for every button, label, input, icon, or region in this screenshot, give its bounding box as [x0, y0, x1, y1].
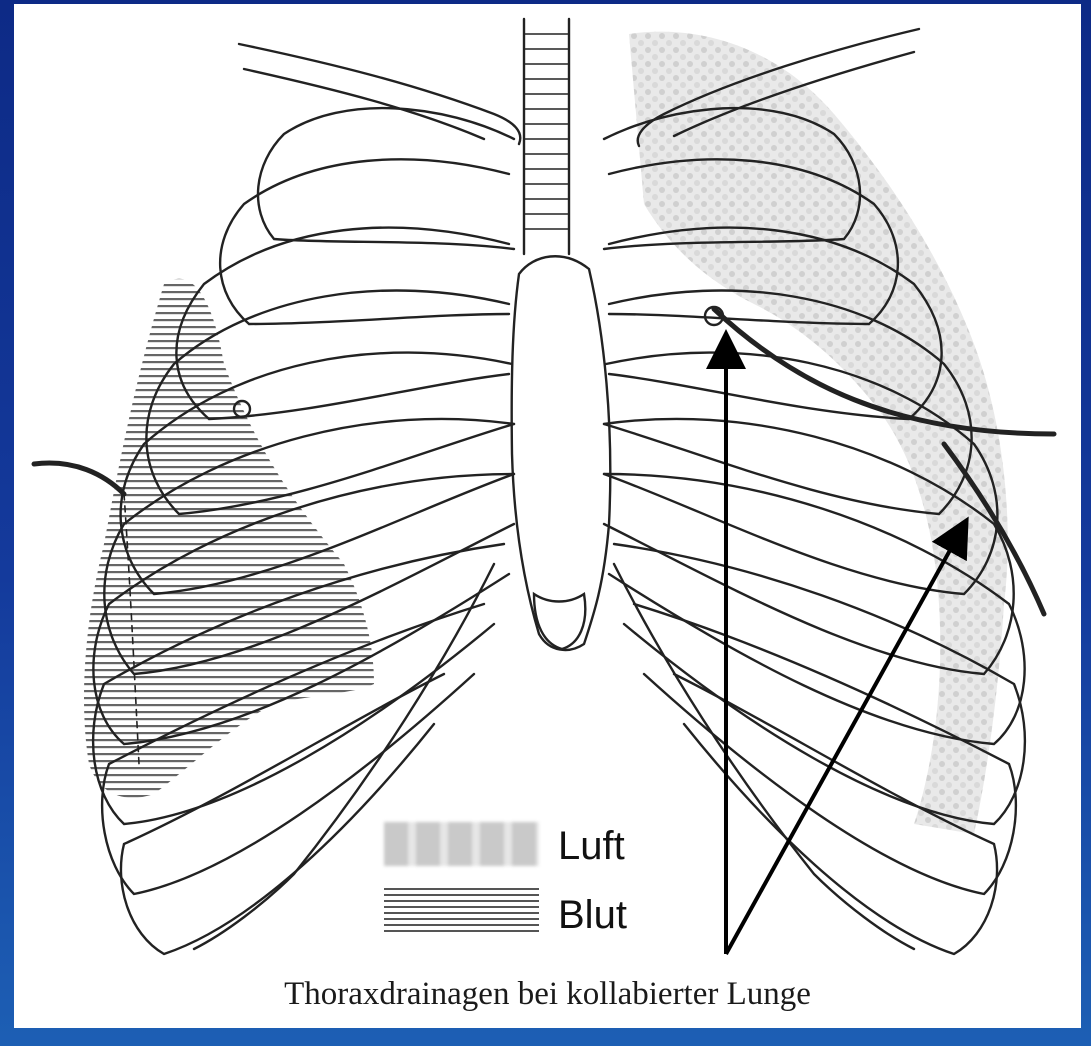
- sternum: [512, 256, 611, 650]
- left-drain-tube: [34, 463, 124, 494]
- trachea: [524, 19, 569, 254]
- left-clavicle-lower: [244, 69, 484, 139]
- legend-blood-swatch: [384, 888, 539, 932]
- legend-blood-label: Blut: [558, 895, 627, 935]
- legend-air-label: Luft: [558, 826, 625, 866]
- left-clavicle: [239, 44, 520, 144]
- air-region: [629, 32, 1008, 834]
- illustration-frame: Luft Blut Thoraxdrainagen bei kollabiert…: [14, 4, 1081, 1028]
- rib-cage-illustration: [14, 4, 1081, 1028]
- right-costal-margin: [614, 564, 914, 949]
- arrow-to-lower-drain: [726, 534, 959, 954]
- xiphoid: [534, 594, 585, 649]
- legend-air-swatch: [384, 822, 539, 866]
- figure-caption: Thoraxdrainagen bei kollabierter Lunge: [14, 976, 1081, 1013]
